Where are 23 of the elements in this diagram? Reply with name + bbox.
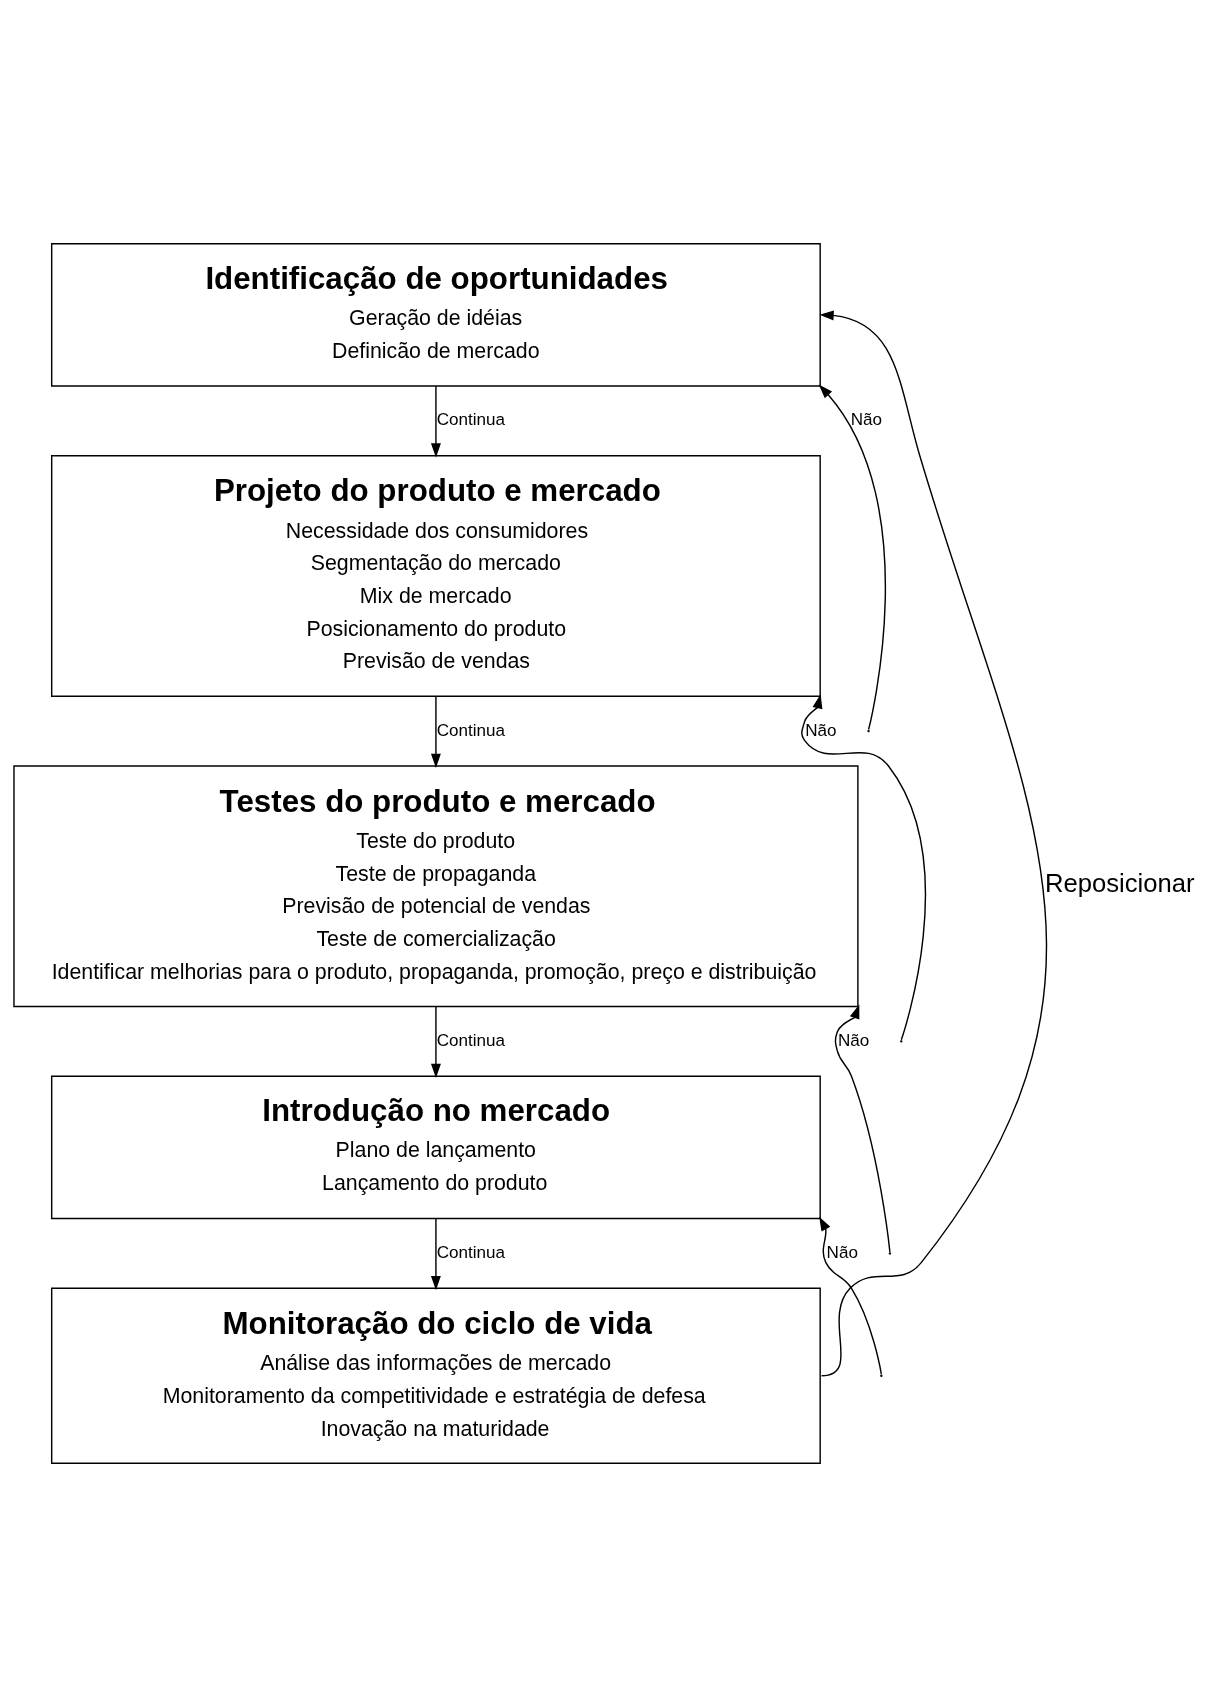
node-box: Identificação de oportunidades Geração de idéias Definicão de mercado [50, 242, 821, 387]
arrow [801, 693, 926, 1040]
edge-label: Continua [436, 720, 505, 740]
node-box: Projeto do produto e mercado Necessidade dos consumidores Segmentação do mercado Mix de mercado Posicionamento do produto Previsão de vendas [50, 454, 821, 697]
edge-label: Continua [436, 1242, 505, 1262]
arrow [834, 1003, 891, 1253]
arrow [819, 309, 1048, 1376]
arrow [430, 695, 441, 768]
arrow [819, 1216, 883, 1375]
edge-label: Não [837, 1030, 870, 1050]
arrow [818, 383, 886, 730]
arrow [430, 1005, 441, 1078]
arrow [430, 1217, 441, 1290]
node-box: Introdução no mercado Plano de lançamento Lançamento do produto [50, 1075, 821, 1219]
node-box: Monitoração do ciclo de vida Análise das informações de mercado Monitoramento da competitividade e estratégia de defesa Inovação na maturidade [50, 1287, 821, 1464]
node-box: Testes do produto e mercado Teste do produto Teste de propaganda Previsão de potencial de vendas Teste de comercialização Identificar melhorias para o produto, propaganda, promoção, preço e distribuição [13, 764, 859, 1007]
edge-label: Continua [436, 409, 505, 429]
edge-label: Não [850, 409, 883, 429]
arrow [430, 384, 441, 457]
edge-label: Não [826, 1242, 858, 1262]
edge-label: Continua [436, 1030, 505, 1050]
edge-label: Não [805, 720, 837, 740]
edge-label: Reposicionar [1045, 868, 1195, 897]
